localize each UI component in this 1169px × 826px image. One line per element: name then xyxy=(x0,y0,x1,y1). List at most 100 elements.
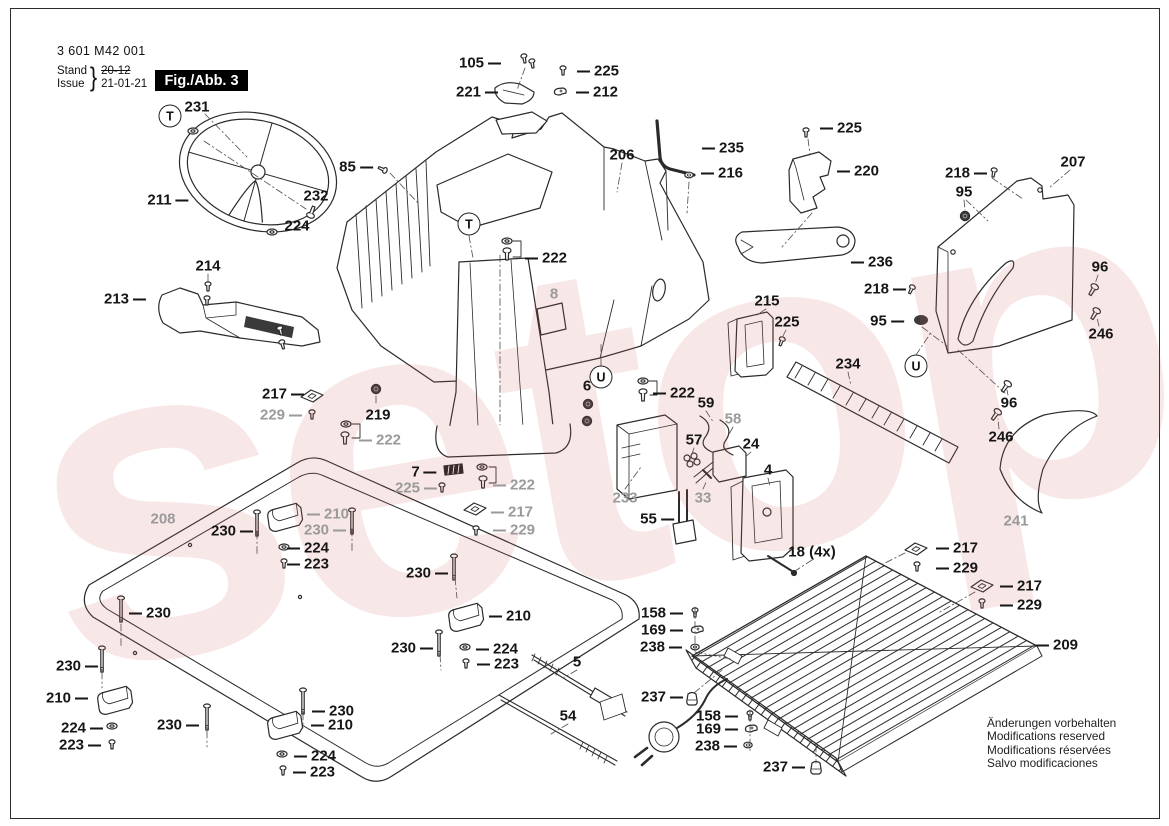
part-label-4: 4 xyxy=(764,462,772,479)
part-number-text: 213 xyxy=(103,290,130,308)
part-number-text: 95 xyxy=(955,183,973,201)
part-label-212: 212 xyxy=(575,84,618,101)
part-label-225: 225 xyxy=(819,120,862,137)
callout-circle-T: T xyxy=(457,212,481,236)
part-label-33: 33 xyxy=(695,490,712,507)
leader-dash xyxy=(475,648,489,650)
part-number-text: 54 xyxy=(559,707,577,725)
part-label-222: 222 xyxy=(652,384,696,402)
wrench-drawing xyxy=(735,226,856,264)
part-number-text: 230 xyxy=(390,639,417,657)
part-label-207: 207 xyxy=(1060,154,1085,171)
part-number-text: 18 (4x) xyxy=(788,543,836,561)
stand-value: 20-12 xyxy=(101,64,131,77)
part-label-8: 8 xyxy=(550,286,558,303)
part-number-text: 229 xyxy=(1016,596,1043,614)
part-label-222: 222 xyxy=(358,432,401,449)
leader-lines xyxy=(101,67,1100,764)
part-number-text: 229 xyxy=(509,521,536,539)
switch-drawing xyxy=(730,469,794,562)
part-number-text: 224 xyxy=(303,539,330,557)
leader-dash xyxy=(488,62,502,64)
part-number-text: 206 xyxy=(609,146,635,164)
leader-dash xyxy=(524,257,538,259)
part-number-text: 158 xyxy=(695,707,722,725)
part-label-229: 229 xyxy=(492,521,536,539)
issue-label: Issue xyxy=(57,77,85,90)
part-label-217: 217 xyxy=(262,386,305,403)
allen-key-drawing xyxy=(655,119,696,177)
part-number-text: 58 xyxy=(724,410,742,428)
part-number-text: 241 xyxy=(1003,512,1029,530)
part-label-230: 230 xyxy=(157,717,200,734)
part-label-238: 238 xyxy=(695,738,738,755)
part-number-text: 224 xyxy=(310,747,337,765)
part-label-223: 223 xyxy=(59,737,102,754)
leader-dash xyxy=(700,172,714,174)
leader-dash xyxy=(240,530,254,532)
part-number-text: 223 xyxy=(303,555,330,573)
leader-dash xyxy=(286,563,300,565)
leader-dash xyxy=(291,393,305,395)
document-part-number: 3 601 M42 001 xyxy=(57,44,146,58)
part-number-text: 6 xyxy=(582,377,592,395)
part-label-236: 236 xyxy=(850,253,894,271)
part-label-224: 224 xyxy=(61,720,104,737)
leader-dash xyxy=(999,604,1013,606)
part-label-169: 169 xyxy=(641,622,684,639)
part-number-text: 233 xyxy=(612,489,638,507)
part-number-text: 222 xyxy=(669,384,696,402)
part-number-text: 229 xyxy=(259,406,286,424)
part-number-text: 96 xyxy=(1091,258,1109,276)
part-number-text: 209 xyxy=(1052,636,1079,654)
modification-notes: Änderungen vorbehalten Modifications res… xyxy=(987,716,1116,771)
stand-label: Stand xyxy=(57,64,88,77)
leader-dash xyxy=(133,298,147,300)
part-number-text: 231 xyxy=(184,98,210,116)
part-number-text: 218 xyxy=(944,164,971,182)
part-label-222: 222 xyxy=(524,250,567,267)
part-number-text: 158 xyxy=(640,604,667,622)
part-label-224: 224 xyxy=(475,641,518,658)
part-label-231: 231 xyxy=(184,99,209,116)
part-number-text: 223 xyxy=(493,655,520,673)
part-label-6: 6 xyxy=(583,378,591,395)
part-label-241: 241 xyxy=(1003,513,1028,530)
part-number-text: 230 xyxy=(210,522,237,540)
part-number-text: 85 xyxy=(339,158,356,176)
part-label-215: 215 xyxy=(754,293,779,310)
main-housing-drawing xyxy=(336,111,710,458)
leader-dash xyxy=(490,511,504,513)
leader-dash xyxy=(725,715,739,717)
leader-dash xyxy=(292,771,306,773)
part-number-text: 225 xyxy=(774,313,800,331)
part-number-text: 246 xyxy=(988,428,1014,446)
part-label-206: 206 xyxy=(609,147,634,164)
part-number-text: 232 xyxy=(303,187,329,205)
note-line-en: Modifications reserved xyxy=(987,729,1106,744)
part-number-text: 225 xyxy=(593,62,620,80)
part-number-text: 217 xyxy=(1016,577,1043,595)
part-number-text: 246 xyxy=(1088,325,1114,343)
part-label-95: 95 xyxy=(870,313,904,330)
part-label-96: 96 xyxy=(1001,395,1018,412)
leader-dash xyxy=(128,612,142,614)
leader-dash xyxy=(420,647,434,649)
leader-dash xyxy=(488,615,502,617)
box-233-drawing xyxy=(616,414,678,500)
part-label-230: 230 xyxy=(55,657,99,675)
part-number-text: 230 xyxy=(55,657,82,675)
part-label-237: 237 xyxy=(763,759,806,776)
electric-parts-drawing xyxy=(672,415,798,577)
part-label-230: 230 xyxy=(210,522,254,540)
leader-dash xyxy=(85,665,99,667)
note-line-fr: Modifications réservées xyxy=(987,742,1111,757)
leader-dash xyxy=(669,646,683,648)
part-label-5: 5 xyxy=(573,654,581,671)
stand-issue-block: Stand Issue } 20-12 21-01-21 xyxy=(57,62,147,93)
part-number-text: 236 xyxy=(867,253,894,271)
part-label-220: 220 xyxy=(836,163,879,180)
leader-dash xyxy=(660,518,674,520)
part-label-210: 210 xyxy=(46,690,89,707)
